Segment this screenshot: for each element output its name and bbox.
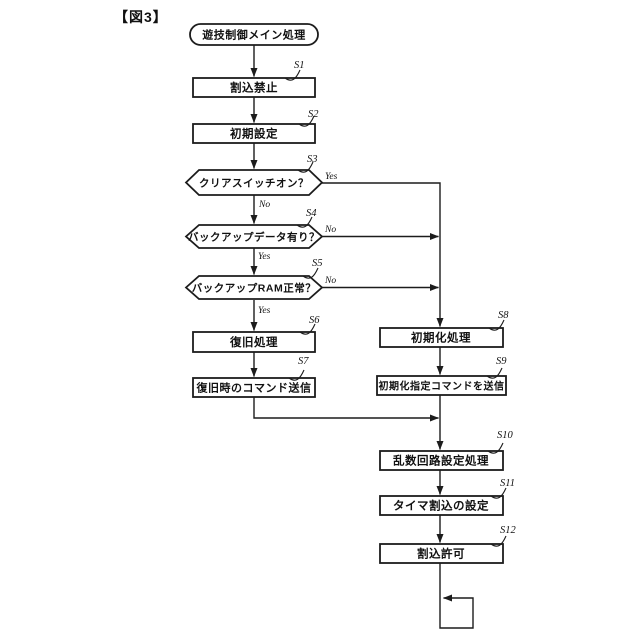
s8-label: 初期化処理 (411, 331, 471, 345)
s11-label: タイマ割込の設定 (393, 499, 489, 513)
node-s6: 復旧処理 S6 (192, 315, 320, 353)
branch-label-s4-no: No (324, 225, 336, 235)
s9-leader-line (486, 367, 503, 379)
node-s11: タイマ割込の設定 S11 (379, 478, 515, 516)
node-s5: バックアップRAM正常？ S5 (184, 258, 324, 300)
s7-process-box (192, 377, 316, 398)
s11-leader-line (490, 487, 507, 499)
start-terminal-label: 遊技制御メイン処理 (202, 28, 306, 42)
node-s2: 初期設定 S2 (192, 109, 319, 144)
s7-label: 復旧時のコマンド送信 (196, 381, 312, 395)
s6-process-box (192, 331, 316, 353)
s10-step-id: S10 (497, 430, 514, 441)
node-s4: バックアップデータ有り？ S4 (184, 208, 324, 249)
node-s1: 割込禁止 S1 (192, 60, 316, 98)
node-s9: 初期化指定コマンドを送信 S9 (376, 356, 507, 396)
s12-leader-line (490, 535, 507, 547)
s12-process-box (379, 543, 504, 564)
s6-label: 復旧処理 (229, 335, 278, 349)
s12-step-id: S12 (500, 525, 517, 536)
s1-step-id: S1 (294, 60, 305, 71)
figure-caption: 【図3】 (114, 9, 168, 25)
node-s12: 割込許可 S12 (379, 525, 517, 564)
connector-s7-merge (253, 397, 439, 422)
s2-step-id: S2 (308, 109, 319, 120)
branch-label-s5-yes: Yes (258, 306, 271, 316)
s9-process-box (376, 375, 507, 396)
s1-leader-line (284, 69, 301, 81)
s6-step-id: S6 (309, 315, 320, 326)
s6-leader-line (299, 323, 316, 335)
node-start: 遊技制御メイン処理 (189, 23, 319, 46)
s12-label: 割込許可 (417, 547, 465, 561)
start-terminal (189, 23, 319, 46)
branch-label-s5-no: No (324, 276, 336, 286)
s5-leader-line (302, 267, 319, 279)
s5-decision-hexagon (184, 275, 324, 300)
s10-label: 乱数回路設定処理 (393, 454, 489, 468)
s3-label: クリアスイッチオン？ (199, 178, 309, 190)
s3-leader-line (297, 161, 314, 173)
s4-label: バックアップデータ有り？ (188, 231, 320, 244)
s5-label: バックアップRAM正常？ (192, 282, 316, 295)
s9-step-id: S9 (496, 356, 507, 367)
branch-labels: Yes No No Yes No Yes (258, 172, 338, 316)
connector-s3-yes-branch (322, 182, 444, 327)
node-s7: 復旧時のコマンド送信 S7 (192, 356, 316, 398)
s5-step-id: S5 (312, 258, 323, 269)
s3-decision-hexagon (184, 169, 324, 196)
s9-label: 初期化指定コマンドを送信 (379, 380, 505, 393)
s8-step-id: S8 (498, 310, 509, 321)
s3-step-id: S3 (307, 154, 318, 165)
s11-process-box (379, 495, 504, 516)
s4-leader-line (296, 216, 313, 228)
s2-leader-line (298, 115, 315, 127)
s8-leader-line (488, 319, 505, 331)
node-s3: クリアスイッチオン？ S3 (184, 154, 324, 196)
s10-leader-line (487, 442, 504, 454)
s7-leader-line (288, 369, 305, 381)
s4-step-id: S4 (306, 208, 317, 219)
connector-s12-loop (439, 563, 474, 629)
s1-process-box (192, 77, 316, 98)
s4-decision-hexagon (184, 224, 324, 249)
s2-process-box (192, 123, 316, 144)
branch-label-s3-yes: Yes (325, 172, 338, 182)
s1-label: 割込禁止 (230, 81, 278, 95)
s2-label: 初期設定 (230, 127, 278, 141)
s7-step-id: S7 (298, 356, 309, 367)
branch-label-s3-no: No (258, 200, 270, 210)
node-s10: 乱数回路設定処理 S10 (379, 430, 514, 471)
node-s8: 初期化処理 S8 (379, 310, 509, 348)
branch-label-s4-yes: Yes (258, 252, 271, 262)
s11-step-id: S11 (500, 478, 515, 489)
s8-process-box (379, 327, 504, 348)
connectors (250, 45, 474, 629)
s10-process-box (379, 450, 504, 471)
